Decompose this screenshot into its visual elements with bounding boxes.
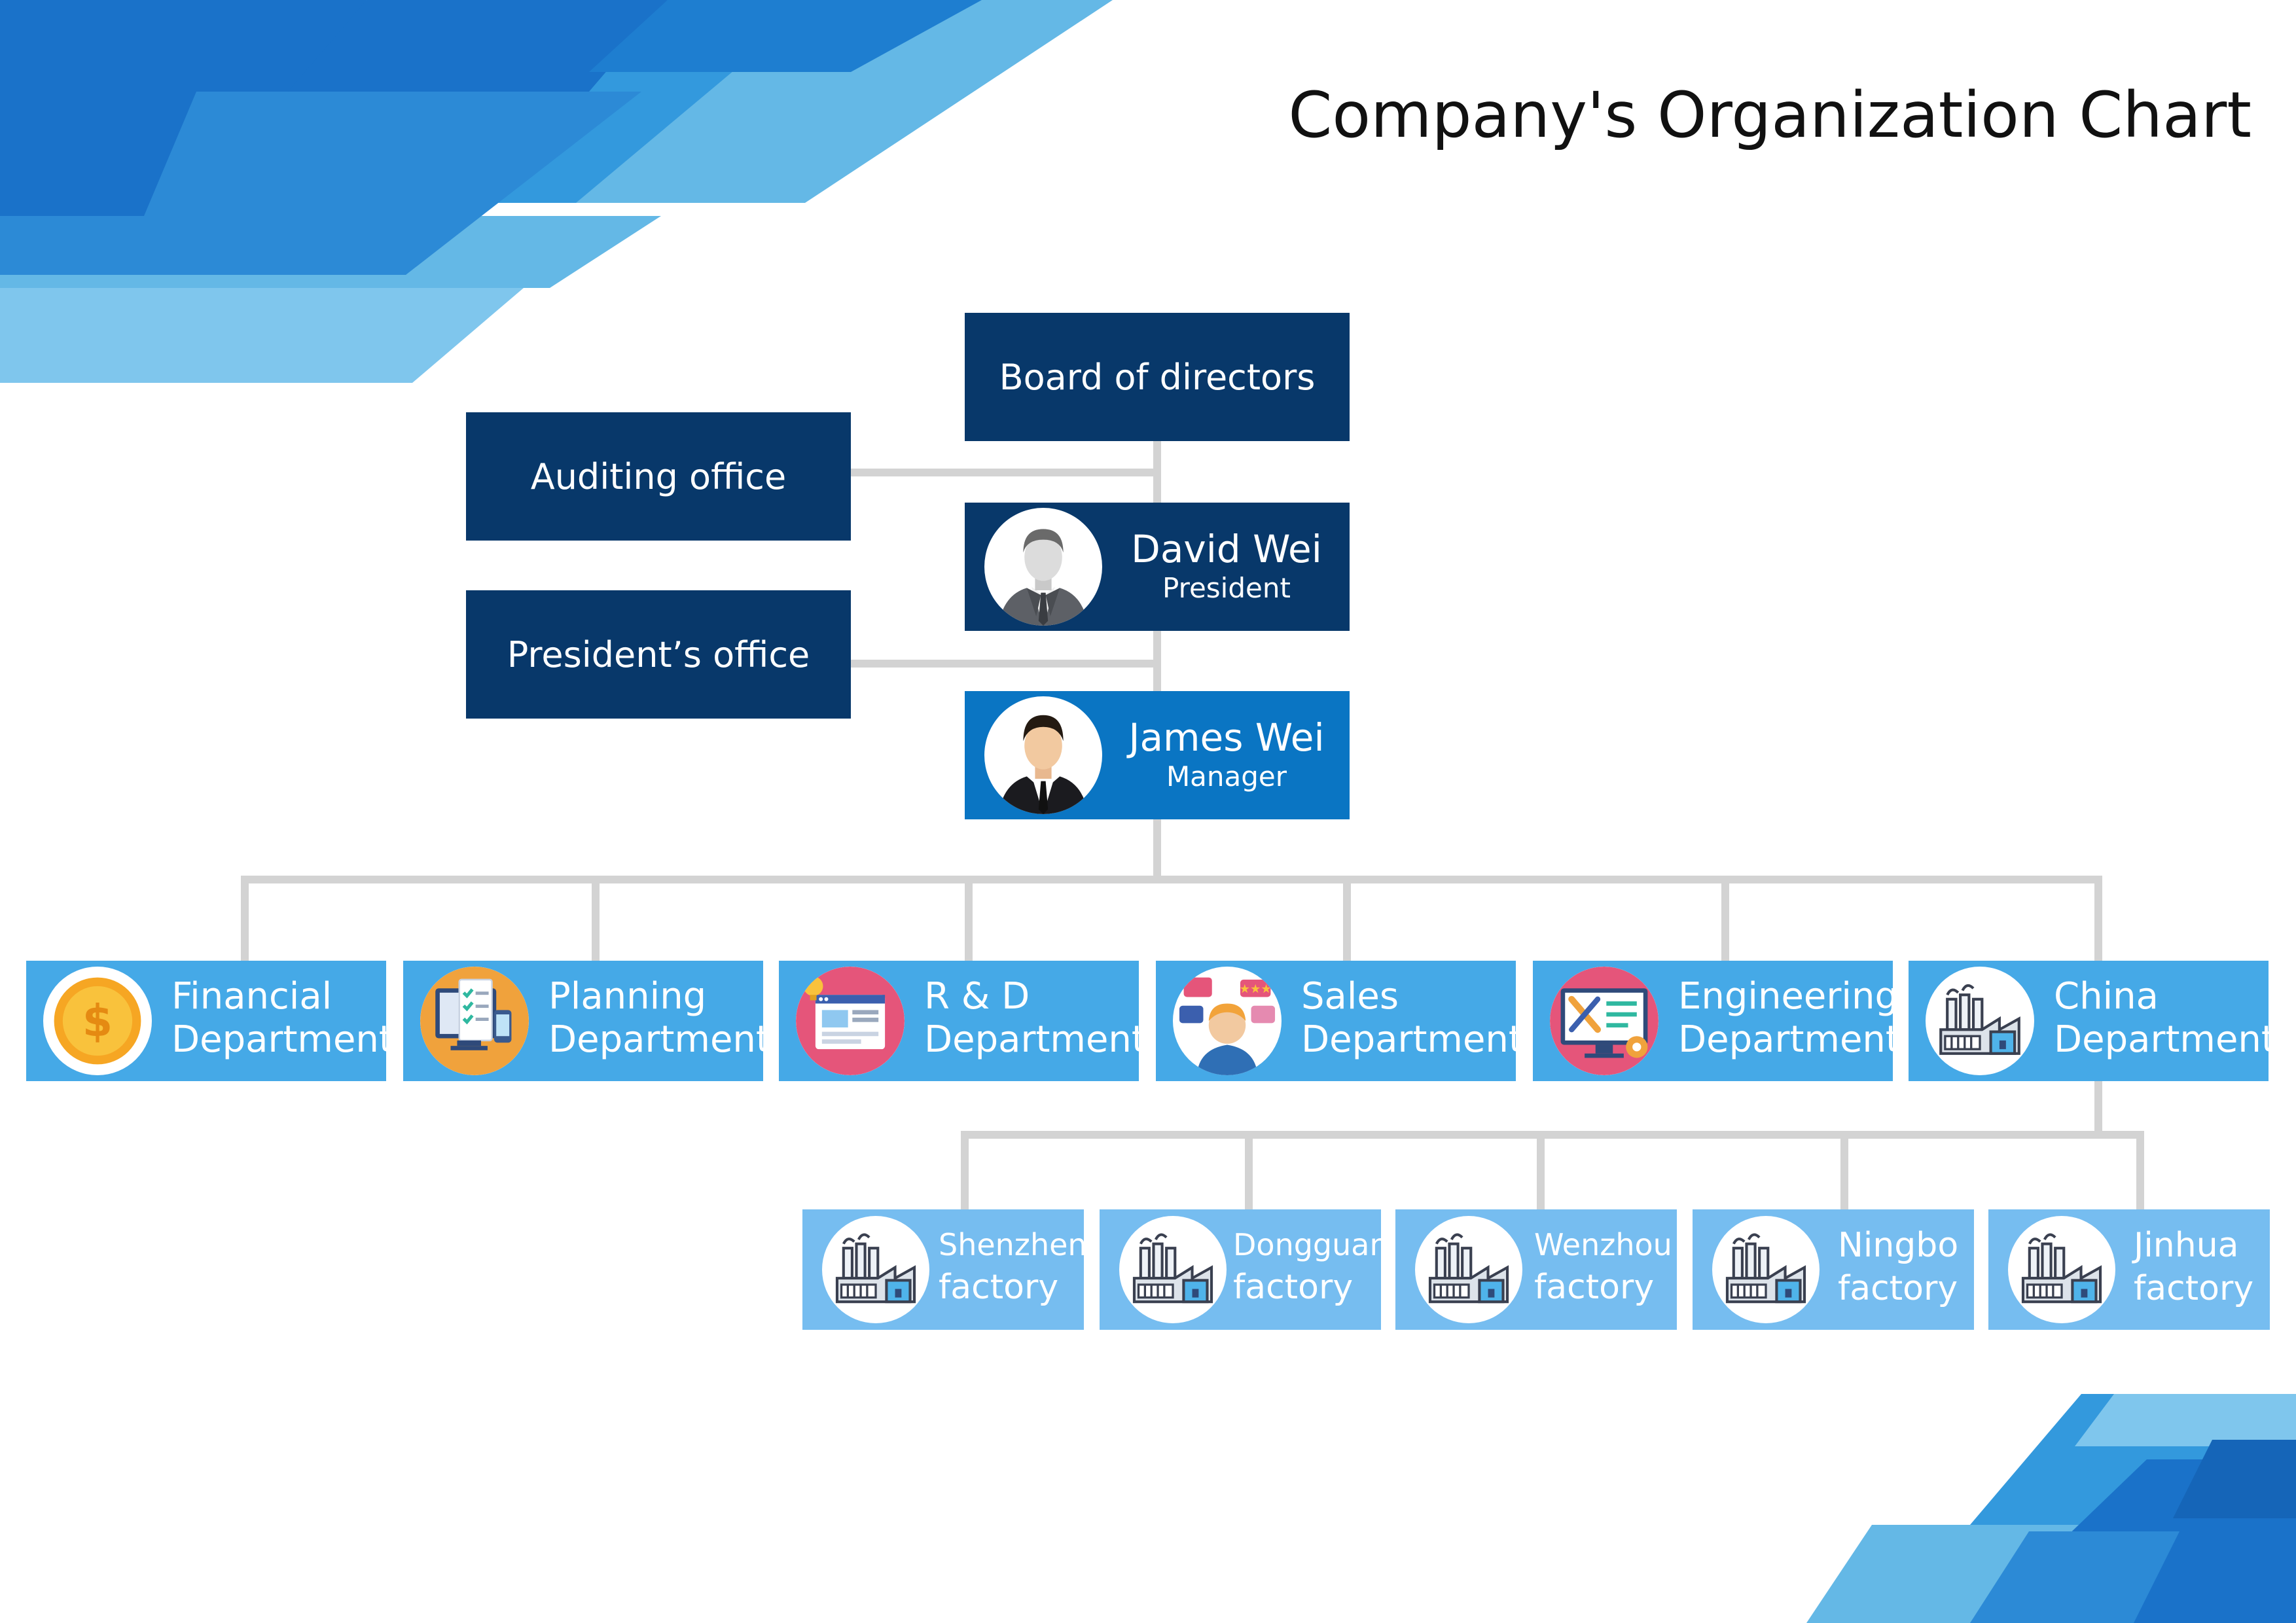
wenzhou-factory-box[interactable]: Wenzhou factory: [1395, 1209, 1677, 1330]
shenzhen-factory-box[interactable]: Shenzhen factory: [802, 1209, 1087, 1330]
ningbo-factory-box[interactable]: Ningbo factory: [1693, 1209, 1974, 1330]
bottom-right-decoration: [1806, 1394, 2296, 1623]
sales-department-label: Sales Department: [1301, 975, 1523, 1061]
sales-person-icon: ★★★: [1173, 967, 1282, 1075]
president-name: David Wei: [1131, 527, 1322, 571]
financial-department-label: Financial Department: [171, 975, 393, 1061]
china-department-label: China Department: [2054, 975, 2276, 1061]
engineering-department-box[interactable]: Engineering Department: [1533, 961, 1900, 1081]
ningbo-factory-label: Ningbo factory: [1838, 1226, 1959, 1308]
factory-icon: [1415, 1216, 1522, 1323]
engineering-tools-icon: [1550, 967, 1659, 1075]
china-department-box[interactable]: China Department: [1909, 961, 2276, 1081]
factory-icon: [1712, 1216, 1820, 1323]
wenzhou-factory-label: Wenzhou factory: [1534, 1227, 1672, 1307]
planning-department-box[interactable]: Planning Department: [403, 961, 770, 1081]
rnd-webpage-icon: [796, 967, 905, 1075]
svg-text:★★★: ★★★: [1240, 982, 1272, 996]
manager-text: James Wei Manager: [1115, 716, 1338, 794]
presidents-office-box[interactable]: President’s office: [466, 590, 851, 719]
manager-role: Manager: [1166, 760, 1287, 793]
jinhua-factory-label: Jinhua factory: [2134, 1226, 2254, 1308]
manager-name: James Wei: [1128, 715, 1325, 760]
president-text: David Wei President: [1115, 527, 1338, 606]
financial-department-box[interactable]: $ Financial Department: [26, 961, 393, 1081]
dongguan-factory-label: Dongguan factory: [1233, 1227, 1389, 1307]
dongguan-factory-box[interactable]: Dongguan factory: [1100, 1209, 1389, 1330]
board-of-directors-label: Board of directors: [999, 356, 1316, 398]
shenzhen-factory-label: Shenzhen factory: [939, 1227, 1087, 1307]
engineering-department-label: Engineering Department: [1678, 975, 1900, 1061]
rnd-department-box[interactable]: R & D Department: [779, 961, 1146, 1081]
factory-icon: [1926, 967, 2034, 1075]
page-title: Company's Organization Chart: [1288, 79, 2251, 152]
top-left-decoration: [0, 0, 1113, 383]
man-black-suit-avatar-icon: [984, 696, 1102, 814]
factory-icon: [822, 1216, 929, 1323]
manager-box[interactable]: James Wei Manager: [965, 691, 1350, 819]
jinhua-factory-box[interactable]: Jinhua factory: [1988, 1209, 2270, 1330]
rnd-department-label: R & D Department: [924, 975, 1146, 1061]
board-of-directors-box[interactable]: Board of directors: [965, 313, 1350, 441]
auditing-office-label: Auditing office: [530, 455, 787, 497]
planning-department-label: Planning Department: [548, 975, 770, 1061]
svg-text:$: $: [82, 995, 113, 1046]
planning-document-icon: [420, 967, 529, 1075]
dollar-coin-icon: $: [43, 967, 152, 1075]
presidents-office-label: President’s office: [507, 633, 810, 675]
factory-icon: [2008, 1216, 2115, 1323]
factory-icon: [1119, 1216, 1227, 1323]
president-box[interactable]: David Wei President: [965, 503, 1350, 631]
man-gray-suit-avatar-icon: [984, 508, 1102, 626]
auditing-office-box[interactable]: Auditing office: [466, 412, 851, 541]
president-role: President: [1162, 572, 1291, 604]
sales-department-box[interactable]: ★★★ Sales Department: [1156, 961, 1523, 1081]
